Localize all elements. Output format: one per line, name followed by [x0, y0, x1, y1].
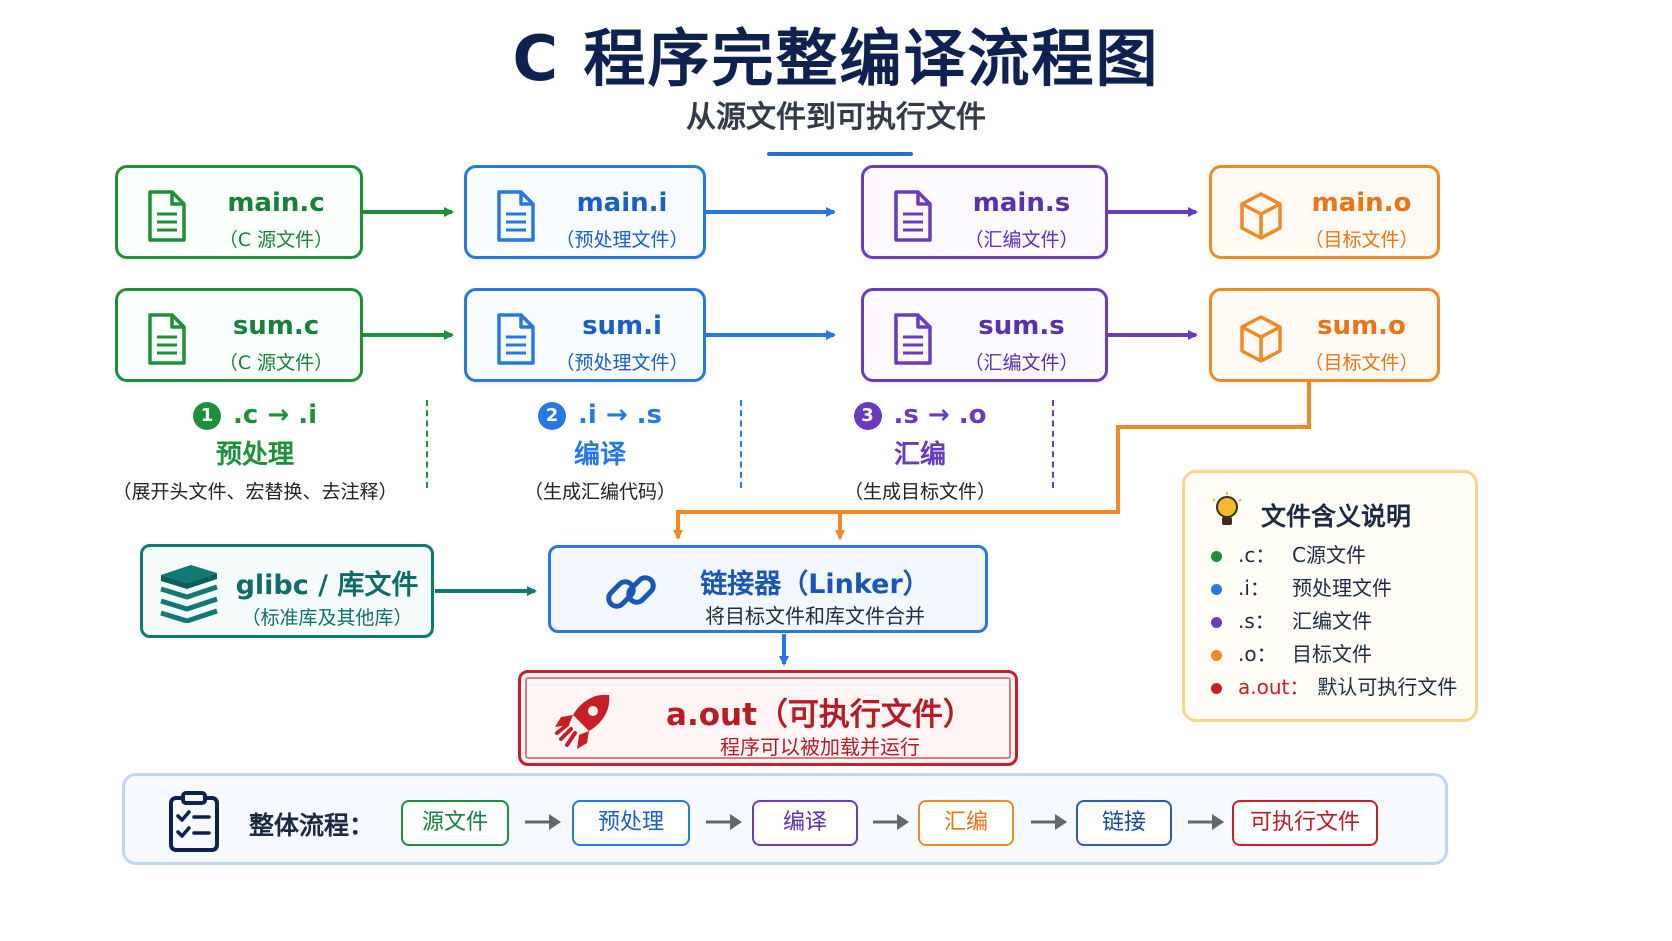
document-icon: [497, 313, 535, 365]
dot-icon: [1211, 551, 1222, 562]
file-name: sum.s: [978, 311, 1065, 341]
rocket-icon: [555, 694, 610, 749]
executable-desc: 程序可以被加载并运行: [720, 735, 920, 759]
stage-name: 预处理: [215, 440, 294, 470]
stage-divider: [1052, 400, 1054, 488]
dot-icon: [1211, 650, 1222, 661]
document-icon: [497, 190, 535, 242]
stage-transform: .i → .s: [577, 400, 663, 430]
linker-desc: 将目标文件和库文件合并: [705, 604, 925, 628]
stage-desc: （生成目标文件）: [843, 481, 996, 503]
file-name: main.s: [972, 188, 1071, 218]
right-arrow-icon: [873, 814, 909, 830]
file-name: sum.c: [232, 311, 320, 341]
file-node-main-s[interactable]: main.s （汇编文件）: [861, 165, 1108, 259]
legend-item: .s：汇编文件: [1211, 607, 1372, 635]
flow-step-compile: 编译: [752, 800, 858, 846]
stage-compile: 2 .i → .s 编译 （生成汇编代码）: [470, 398, 730, 504]
chain-link-icon: [606, 575, 656, 609]
right-arrow-icon: [1031, 814, 1067, 830]
file-node-sum-i[interactable]: sum.i （预处理文件）: [464, 288, 706, 382]
stage-assemble: 3 .s → .o 汇编 （生成目标文件）: [790, 398, 1050, 504]
stage-transform: .c → .i: [233, 400, 317, 430]
stage-divider: [740, 400, 742, 488]
file-name: main.o: [1311, 188, 1412, 218]
right-arrow-icon: [525, 814, 561, 830]
file-name: main.c: [227, 188, 325, 218]
library-node-glibc[interactable]: glibc / 库文件 （标准库及其他库）: [140, 544, 434, 638]
file-desc: （汇编文件）: [964, 229, 1079, 251]
file-node-sum-o[interactable]: sum.o （目标文件）: [1209, 288, 1440, 382]
stage-name: 编译: [573, 440, 626, 470]
right-arrow-icon: [1188, 814, 1224, 830]
file-desc: （预处理文件）: [555, 229, 689, 251]
clipboard-checklist-icon: [169, 791, 219, 852]
flow-step-link: 链接: [1076, 800, 1172, 846]
file-desc: （目标文件）: [1304, 352, 1419, 374]
flow-step-executable: 可执行文件: [1232, 800, 1378, 846]
file-desc: （目标文件）: [1304, 229, 1419, 251]
legend-panel: 文件含义说明 .c：C源文件 .i：预处理文件 .s：汇编文件 .o：目标文件 …: [1182, 470, 1478, 722]
stage-preprocess: 1 .c → .i 预处理 （展开头文件、宏替换、去注释）: [90, 398, 420, 504]
legend-item: .c：C源文件: [1211, 541, 1366, 569]
page-subtitle: 从源文件到可执行文件: [686, 100, 986, 135]
arrow-objects-to-linker: [673, 381, 1311, 540]
stage-desc: （展开头文件、宏替换、去注释）: [112, 481, 398, 503]
file-node-main-c[interactable]: main.c （C 源文件）: [115, 165, 363, 259]
file-desc: （汇编文件）: [964, 352, 1079, 374]
file-node-main-i[interactable]: main.i （预处理文件）: [464, 165, 706, 259]
page-title: C 程序完整编译流程图: [512, 22, 1160, 95]
dot-icon: [1211, 617, 1222, 628]
right-arrow-icon: [706, 814, 742, 830]
legend-item: a.out：默认可执行文件: [1211, 673, 1457, 701]
file-desc: （预处理文件）: [555, 352, 689, 374]
stage-name: 汇编: [893, 440, 946, 470]
library-name: glibc / 库文件: [235, 570, 419, 601]
file-name: sum.o: [1317, 311, 1406, 341]
document-icon: [148, 190, 186, 242]
cube-icon: [1240, 315, 1282, 363]
linker-node[interactable]: 链接器（Linker） 将目标文件和库文件合并: [548, 545, 988, 633]
flow-step-preprocess: 预处理: [572, 800, 690, 846]
document-icon: [148, 313, 186, 365]
stage-desc: （生成汇编代码）: [523, 481, 676, 503]
file-node-main-o[interactable]: main.o （目标文件）: [1209, 165, 1440, 259]
file-name: main.i: [576, 188, 668, 218]
cube-icon: [1240, 192, 1282, 240]
lightbulb-icon: [1212, 492, 1242, 525]
linker-name: 链接器（Linker）: [700, 569, 930, 600]
file-desc: （C 源文件）: [218, 352, 334, 374]
executable-name: a.out（可执行文件）: [666, 697, 974, 733]
document-icon: [894, 313, 932, 365]
stage-number-badge: 2: [537, 401, 566, 430]
document-icon: [894, 190, 932, 242]
file-node-sum-c[interactable]: sum.c （C 源文件）: [115, 288, 363, 382]
stage-number-badge: 1: [193, 401, 222, 430]
library-desc: （标准库及其他库）: [241, 607, 413, 629]
stage-divider: [426, 400, 428, 488]
file-desc: （C 源文件）: [218, 229, 334, 251]
file-node-sum-s[interactable]: sum.s （汇编文件）: [861, 288, 1108, 382]
legend-title: 文件含义说明: [1261, 502, 1412, 531]
flow-step-source: 源文件: [401, 800, 509, 846]
overall-flow-title: 整体流程：: [249, 811, 375, 840]
books-icon: [160, 565, 218, 623]
dot-icon: [1211, 584, 1222, 595]
file-name: sum.i: [582, 311, 662, 341]
executable-node-aout[interactable]: a.out（可执行文件） 程序可以被加载并运行: [518, 670, 1018, 766]
stage-number-badge: 3: [853, 401, 882, 430]
overall-flow-panel: 整体流程： 源文件 预处理 编译 汇编 链接 可执行文件: [122, 773, 1448, 865]
legend-item: .i：预处理文件: [1211, 574, 1392, 602]
flow-step-assemble: 汇编: [918, 800, 1014, 846]
stage-transform: .s → .o: [893, 400, 987, 430]
dot-icon: [1211, 683, 1222, 694]
legend-item: .o：目标文件: [1211, 640, 1372, 668]
title-underline: [767, 152, 913, 156]
